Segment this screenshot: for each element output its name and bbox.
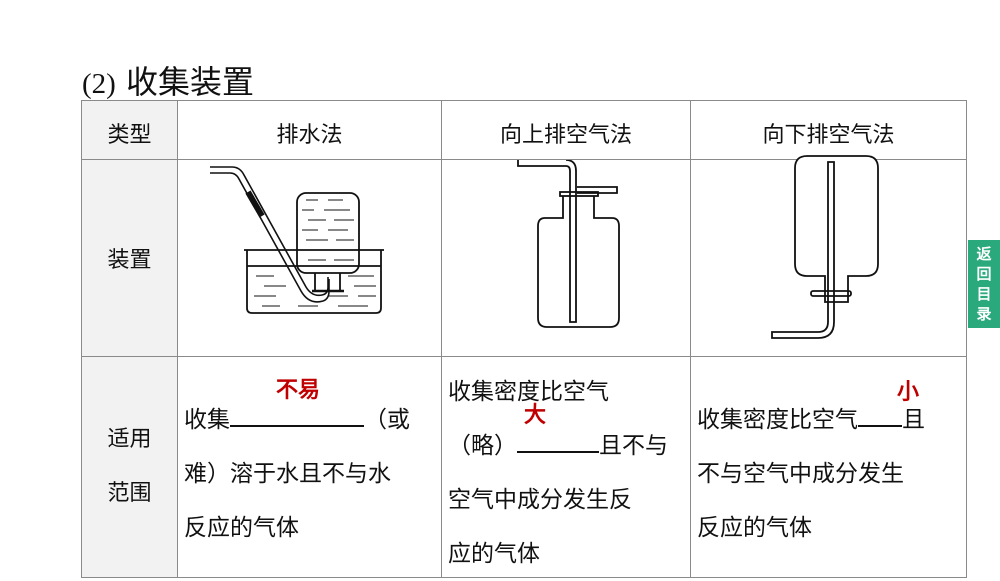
row-header-apparatus: 装置 — [81, 159, 178, 357]
scope-cell-downward: 小 收集密度比空气 且 不与空气中成分发生 反应的气体 — [690, 356, 967, 578]
tab-char: 目 — [976, 285, 992, 303]
section-title-text: 收集装置 — [126, 63, 255, 101]
scope-text: 反应的气体 — [697, 515, 812, 541]
scope-text: 反应的气体 — [184, 515, 299, 541]
answer-downward: 小 — [897, 380, 920, 405]
upward-air-displacement-bottle-icon — [517, 160, 620, 328]
row-header-type: 类型 — [81, 100, 178, 160]
scope-text: （略） — [448, 433, 517, 459]
scope-text: 收集密度比空气 — [697, 407, 858, 433]
downward-air-displacement-bottle-icon — [771, 155, 879, 339]
answer-water: 不易 — [276, 378, 321, 403]
tab-char: 回 — [976, 265, 992, 283]
method-downward-air: 向下排空气法 — [690, 100, 967, 160]
section-title: (2) 收集装置 — [82, 62, 254, 104]
scope-cell-water: 不易 收集 （或 难）溶于水且不与水 反应的气体 — [177, 356, 442, 578]
scope-text: 且 — [902, 407, 925, 433]
apparatus-cell-water — [177, 159, 442, 357]
scope-text: 空气中成分发生反 — [448, 487, 632, 513]
collection-apparatus-table: 类型 排水法 向上排空气法 向下排空气法 装置 — [81, 100, 967, 578]
method-water-displacement: 排水法 — [177, 100, 442, 160]
answer-blank — [230, 401, 364, 427]
method-upward-air: 向上排空气法 — [441, 100, 691, 160]
apparatus-cell-upward — [441, 159, 691, 357]
scope-text: 且不与 — [599, 433, 668, 459]
scope-text: 难）溶于水且不与水 — [184, 461, 391, 487]
apparatus-row: 装置 — [81, 155, 967, 357]
row-header-scope-line1: 适用 — [107, 427, 152, 452]
scope-text: 收集 — [184, 407, 230, 433]
scope-text: 收集密度比空气 — [448, 379, 609, 405]
scope-text: 应的气体 — [448, 541, 540, 567]
scope-text: （或 — [364, 407, 410, 433]
back-to-contents-tab[interactable]: 返 回 目 录 — [968, 240, 1000, 328]
answer-upward: 大 — [524, 403, 547, 428]
scope-row: 适用 范围 不易 收集 （或 难）溶于水且不与水 反应的气体 大 收集密度比空气 … — [81, 356, 967, 578]
tab-char: 录 — [976, 305, 992, 323]
answer-blank — [858, 401, 902, 427]
scope-cell-upward: 大 收集密度比空气 （略） 且不与 空气中成分发生反 应的气体 — [441, 356, 691, 578]
water-displacement-apparatus-icon — [210, 166, 384, 314]
section-number: (2) — [82, 68, 116, 100]
row-header-scope-line2: 范围 — [107, 481, 152, 506]
row-header-scope: 适用 范围 — [81, 356, 178, 578]
scope-text: 不与空气中成分发生 — [697, 461, 904, 487]
apparatus-cell-downward — [690, 155, 967, 357]
tab-char: 返 — [976, 245, 992, 263]
answer-blank — [517, 427, 599, 453]
